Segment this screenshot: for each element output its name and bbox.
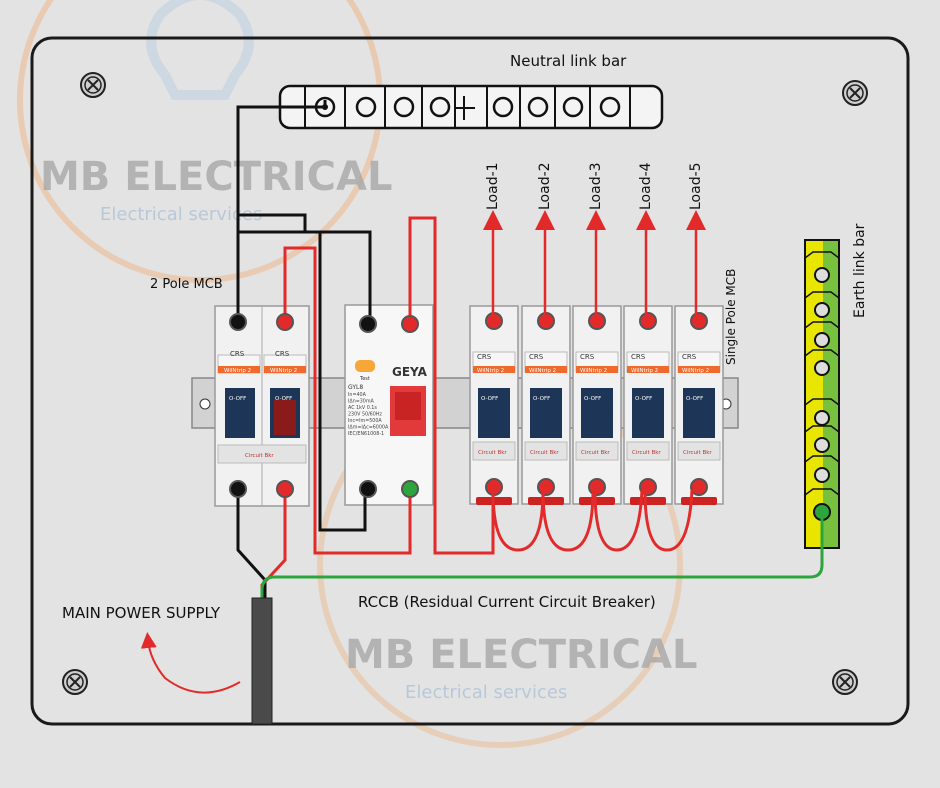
- load-wires: [483, 210, 706, 318]
- mcb-model: WilNtrip 2: [529, 368, 556, 374]
- single-pole-mcb: CRS WilNtrip 2 O-OFF Circuit Bkr: [469, 305, 519, 505]
- enclosure-outline: [30, 36, 910, 726]
- mcb-off-label: O-OFF: [533, 396, 550, 402]
- mcb-model: WilNtrip 2: [477, 368, 504, 374]
- mcb-model: WilNtrip 2: [580, 368, 607, 374]
- mcb-brand: CRS: [631, 353, 646, 361]
- two-pole-mcb-label: 2 Pole MCB: [150, 277, 223, 292]
- screw-icon: [832, 669, 858, 695]
- terminal-icon: [690, 312, 708, 330]
- rccb-spec-line: 230V 50/60Hz: [348, 412, 382, 418]
- two-pole-mcb: [214, 305, 310, 507]
- rccb-model: GYL8: [348, 384, 363, 391]
- load-label: Load-4: [638, 162, 654, 210]
- neutral-link-bar: [278, 84, 664, 130]
- main-power-supply-label: MAIN POWER SUPPLY: [62, 604, 221, 622]
- mcb-brand: CRS: [477, 353, 492, 361]
- neutral-link-bar-label: Neutral link bar: [510, 52, 627, 70]
- screw-icon: [842, 80, 868, 106]
- mcb-model: WilNtrip 2: [270, 368, 297, 374]
- terminal-icon: [690, 478, 708, 496]
- terminal-icon: [588, 478, 606, 496]
- mcb-off-label: O-OFF: [229, 396, 246, 402]
- earth-wire: [260, 512, 824, 600]
- rccb-spec-line: IΔm=IΔc=6000A: [348, 425, 389, 431]
- earth-link-bar-label: Earth link bar: [852, 223, 868, 318]
- terminal-icon: [537, 478, 555, 496]
- rccb-spec-line: Inc=Im=500A: [348, 418, 382, 424]
- terminal-icon: [229, 313, 419, 498]
- mcb-brand: CRS: [580, 353, 595, 361]
- rccb-brand: GEYA: [392, 365, 428, 379]
- single-pole-mcb-label: Single Pole MCB: [724, 268, 738, 365]
- main-cable: [251, 597, 273, 725]
- mcb-foot: Circuit Bkr: [478, 450, 507, 456]
- mcb-model: WilNtrip 2: [682, 368, 709, 374]
- load-label: Load-1: [485, 162, 501, 210]
- watermark-logo-top: [17, 0, 383, 283]
- live-wires: [260, 216, 694, 600]
- mcb-brand: CRS: [529, 353, 544, 361]
- mcb-off-label: O-OFF: [635, 396, 652, 402]
- load-label: Load-2: [537, 162, 553, 210]
- mcb-model: WilNtrip 2: [631, 368, 658, 374]
- screw-icon: [62, 669, 88, 695]
- mcb-foot: Circuit Bkr: [683, 450, 712, 456]
- rccb-spec-line: IΔn=30mA: [348, 399, 375, 405]
- watermark-tagline-bottom: Electrical services: [405, 682, 567, 703]
- terminal-icon: [639, 312, 657, 330]
- watermark-tagline-top: Electrical services: [100, 204, 262, 225]
- earth-link-bar: [804, 239, 840, 549]
- single-pole-mcb: CRS WilNtrip 2 O-OFF Circuit Bkr: [623, 305, 673, 505]
- mcb-off-label: O-OFF: [481, 396, 498, 402]
- mcb-brand: CRS: [230, 350, 245, 358]
- single-pole-mcb: CRS WilNtrip 2 O-OFF Circuit Bkr: [572, 305, 622, 505]
- single-pole-mcb: CRS WilNtrip 2 O-OFF Circuit Bkr: [674, 305, 724, 505]
- mcb-model: WilNtrip 2: [224, 368, 251, 374]
- mcb-off-label: O-OFF: [275, 396, 292, 402]
- mcb-foot: Circuit Bkr: [530, 450, 559, 456]
- single-pole-mcb: CRS WilNtrip 2 O-OFF Circuit Bkr: [521, 305, 571, 505]
- mcb-foot: Circuit Bkr: [581, 450, 610, 456]
- neutral-wires: [236, 100, 372, 600]
- watermark-brand-bottom: MB ELECTRICAL: [345, 632, 697, 678]
- single-pole-mcbs: CRS WilNtrip 2 O-OFF Circuit Bkr CRS WilNtrip…: [469, 305, 724, 505]
- mcb-foot: Circuit Bkr: [245, 453, 274, 459]
- rccb-spec-line: IEC/EN61008-1: [348, 431, 384, 437]
- rccb: [344, 304, 434, 506]
- screw-icon: [80, 72, 106, 98]
- mcb-brand: CRS: [275, 350, 290, 358]
- load-label: Load-3: [588, 162, 604, 210]
- mcb-foot: Circuit Bkr: [632, 450, 661, 456]
- mcb-off-label: O-OFF: [686, 396, 703, 402]
- rccb-test: Test: [359, 376, 370, 382]
- rccb-spec-line: In=40A: [348, 392, 367, 398]
- rccb-label: RCCB (Residual Current Circuit Breaker): [358, 593, 656, 611]
- mcb-brand: CRS: [682, 353, 697, 361]
- mcb-off-label: O-OFF: [584, 396, 601, 402]
- pointer-arrow-icon: [140, 632, 241, 694]
- rccb-spec-line: AC 1kV 0.1s: [348, 405, 377, 411]
- load-label: Load-5: [688, 162, 704, 210]
- watermark-brand-top: MB ELECTRICAL: [40, 154, 392, 200]
